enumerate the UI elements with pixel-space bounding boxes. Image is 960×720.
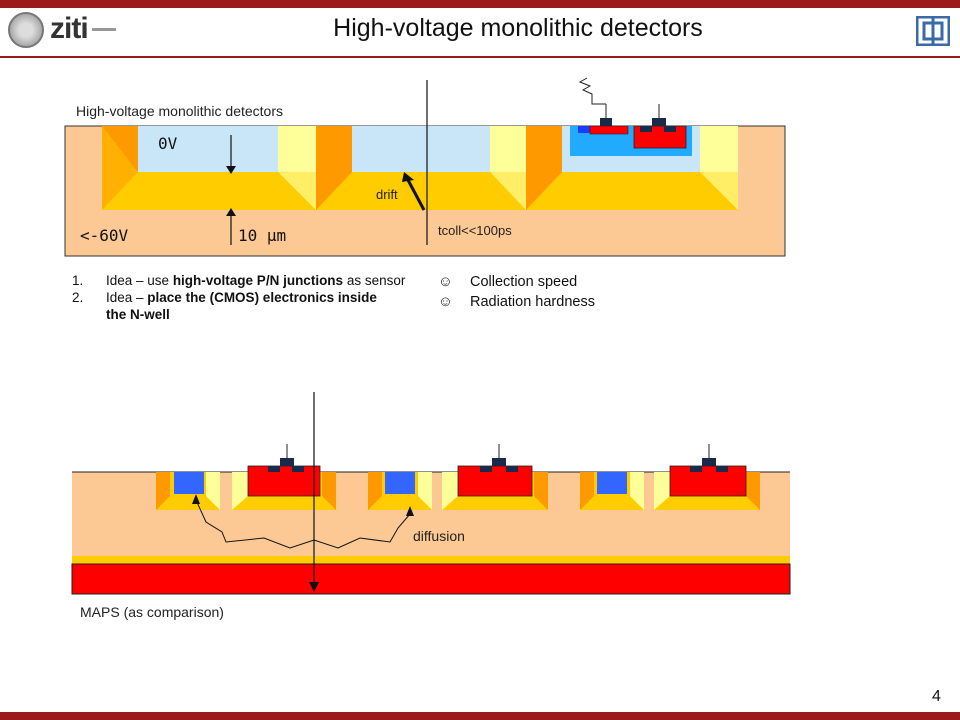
- page-number: 4: [932, 688, 941, 705]
- ideas-list: 1. Idea – use high-voltage P/N junctions…: [72, 272, 405, 323]
- list-item: 2. Idea – place the (CMOS) electronics i…: [72, 290, 377, 322]
- label-drift: drift: [376, 187, 398, 202]
- slide-title: High-voltage monolithic detectors: [333, 14, 703, 42]
- list-item: ☺Collection speed: [438, 274, 578, 290]
- label-diffusion: diffusion: [413, 528, 465, 544]
- list-item: 1. Idea – use high-voltage P/N junctions…: [72, 273, 406, 288]
- label-depth: 10 µm: [238, 226, 287, 245]
- list-item: ☺Radiation hardness: [438, 294, 595, 310]
- bottom-accent-bar: [0, 712, 960, 720]
- label-tcoll: tcoll<<100ps: [438, 223, 512, 238]
- smiley-icon: ☺: [438, 274, 453, 290]
- header-divider: [0, 56, 960, 58]
- smiley-icon: ☺: [438, 294, 453, 310]
- university-seal-logo: [8, 12, 44, 48]
- ziti-logo-underline: [92, 28, 116, 31]
- institute-logo-icon: [916, 16, 950, 46]
- ziti-logo: ziti: [50, 12, 89, 45]
- benefits-list: ☺Collection speed ☺Radiation hardness: [438, 272, 595, 312]
- bottom-diagram-caption: MAPS (as comparison): [80, 604, 224, 620]
- label-negative-voltage: <-60V: [80, 226, 129, 245]
- top-accent-bar: [0, 0, 960, 8]
- top-diagram-caption: High-voltage monolithic detectors: [76, 103, 283, 119]
- label-0v: 0V: [158, 134, 178, 153]
